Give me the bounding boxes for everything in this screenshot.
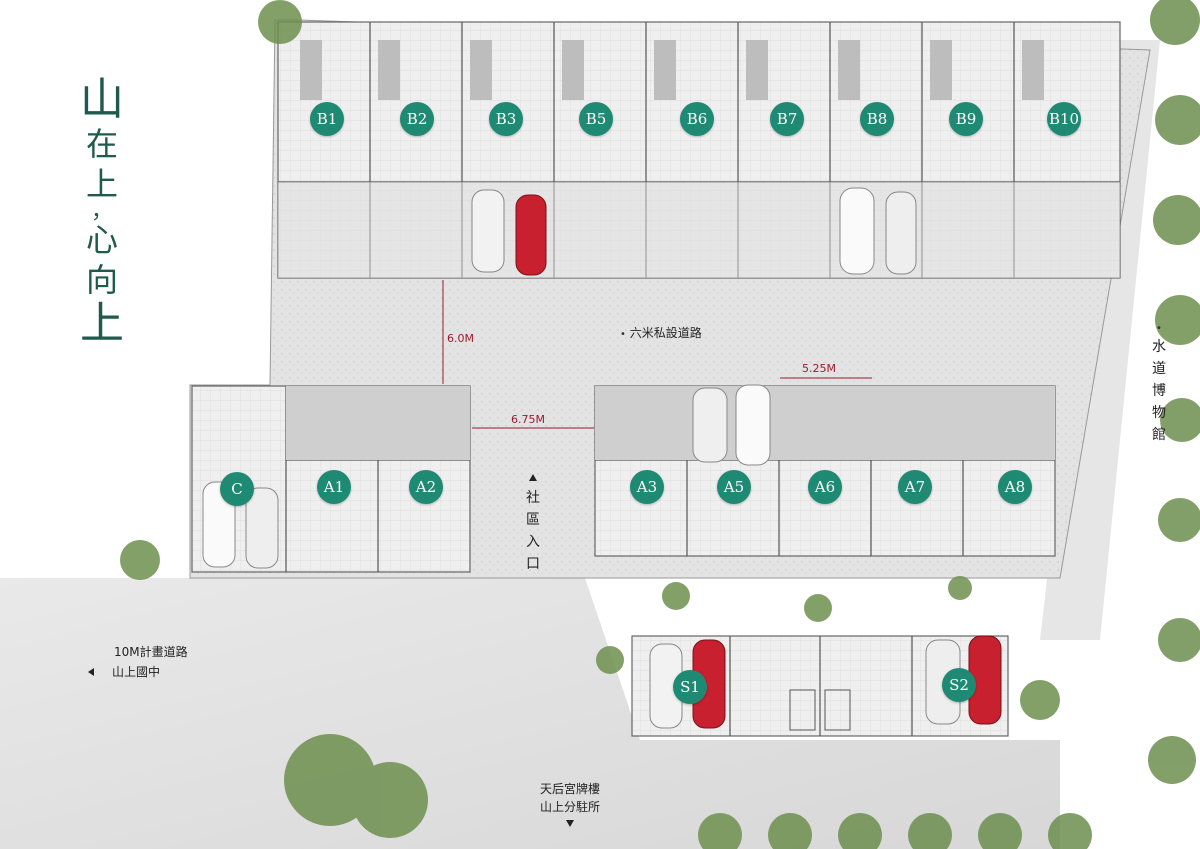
unit-badge-a2[interactable]: A2 bbox=[409, 470, 443, 504]
planned-road-text: 10M計畫道路 bbox=[114, 645, 188, 659]
unit-badge-b9[interactable]: B9 bbox=[949, 102, 983, 136]
triangle-down-icon bbox=[566, 820, 574, 827]
planned-road-sub-text: 山上國中 bbox=[112, 665, 161, 679]
unit-badge-a3[interactable]: A3 bbox=[630, 470, 664, 504]
unit-badge-b7[interactable]: B7 bbox=[770, 102, 804, 136]
slogan-char: 向 bbox=[85, 261, 118, 299]
car-white bbox=[245, 487, 279, 569]
slogan-char: ， bbox=[90, 199, 113, 224]
private-road-text: 六米私設道路 bbox=[629, 326, 702, 340]
community-entrance-label: 社區入口 bbox=[524, 474, 542, 575]
car-white bbox=[735, 384, 771, 466]
car-white bbox=[839, 187, 875, 275]
slogan-char: 在 bbox=[85, 125, 118, 163]
planned-road-label: 10M計畫道路 山上國中 bbox=[88, 642, 188, 682]
unit-badge-a1[interactable]: A1 bbox=[317, 470, 351, 504]
unit-badge-c[interactable]: C bbox=[220, 472, 254, 506]
unit-badge-a8[interactable]: A8 bbox=[998, 470, 1032, 504]
private-road-label: • 六米私設道路 bbox=[620, 326, 702, 340]
unit-badge-a5[interactable]: A5 bbox=[717, 470, 751, 504]
dimension-gap-width: 6.75M bbox=[511, 413, 545, 426]
trees bbox=[120, 0, 1200, 849]
unit-badge-a6[interactable]: A6 bbox=[808, 470, 842, 504]
museum-text: 水道博物館 bbox=[1152, 339, 1166, 443]
unit-badge-b2[interactable]: B2 bbox=[400, 102, 434, 136]
planned-road-surface bbox=[0, 578, 1060, 849]
dimension-unit-width: 5.25M bbox=[802, 362, 836, 375]
slogan-vertical: 山 在 上 ， 心 向 上 bbox=[72, 76, 132, 348]
unit-badge-b3[interactable]: B3 bbox=[489, 102, 523, 136]
parked-cars bbox=[202, 187, 1002, 729]
car-white bbox=[471, 189, 505, 273]
south-landmark-label: 天后宮牌樓 山上分駐所 bbox=[530, 780, 610, 827]
unit-badge-b1[interactable]: B1 bbox=[310, 102, 344, 136]
slogan-char: 山 bbox=[80, 74, 124, 125]
car-white bbox=[692, 387, 728, 463]
unit-badge-s2[interactable]: S2 bbox=[942, 668, 976, 702]
north-row-buildings bbox=[277, 21, 1121, 279]
car-white bbox=[885, 191, 917, 275]
unit-badge-a7[interactable]: A7 bbox=[898, 470, 932, 504]
dimension-lines bbox=[442, 280, 872, 429]
dimension-road-width: 6.0M bbox=[447, 332, 474, 345]
unit-badge-b8[interactable]: B8 bbox=[860, 102, 894, 136]
unit-badge-b10[interactable]: B10 bbox=[1047, 102, 1081, 136]
unit-badge-s1[interactable]: S1 bbox=[673, 670, 707, 704]
community-entrance-text: 社區入口 bbox=[526, 490, 540, 572]
museum-label: • 水道博物館 bbox=[1150, 322, 1168, 446]
police-text: 山上分駐所 bbox=[539, 800, 600, 814]
triangle-left-icon bbox=[88, 668, 94, 676]
unit-badge-b6[interactable]: B6 bbox=[680, 102, 714, 136]
slogan-char: 心 bbox=[85, 221, 118, 259]
slogan-char: 上 bbox=[85, 165, 118, 203]
slogan-char: 上 bbox=[80, 298, 124, 349]
unit-badge-b5[interactable]: B5 bbox=[579, 102, 613, 136]
triangle-up-icon bbox=[529, 474, 537, 481]
temple-gate-text: 天后宮牌樓 bbox=[539, 782, 600, 796]
car-red bbox=[515, 194, 547, 276]
